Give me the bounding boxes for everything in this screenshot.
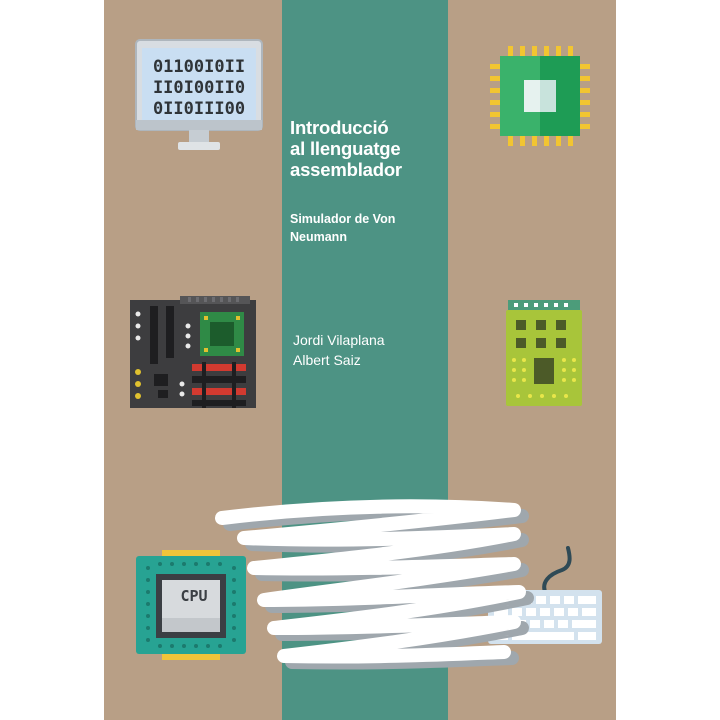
scribble-overlay (215, 499, 534, 670)
title-line: al llenguatge (290, 138, 401, 159)
book-subtitle: Simulador de Von Neumann (290, 212, 396, 244)
binary-row: 0II0III00 (153, 99, 245, 119)
processor-chip-icon (490, 46, 590, 146)
cpu-label: CPU (180, 587, 207, 605)
monitor-icon: 01100I0II II0I00II0 0II0III00 (135, 39, 263, 150)
author-name: Albert Saiz (293, 352, 361, 368)
book-title: Introducció al llenguatge assemblador (290, 117, 446, 180)
memory-module-icon (506, 300, 582, 406)
title-line: Introducció (290, 117, 389, 138)
title-line: assemblador (290, 159, 402, 180)
authors: Jordi Vilaplana Albert Saiz (293, 330, 385, 370)
author-name: Jordi Vilaplana (293, 332, 385, 348)
cpu-chip-icon: CPU (136, 550, 246, 660)
binary-row: 01100I0II (153, 57, 245, 77)
binary-row: II0I00II0 (153, 78, 245, 98)
book-cover: 01100I0II II0I00II0 0II0III00 (104, 0, 616, 720)
motherboard-icon (130, 296, 256, 408)
